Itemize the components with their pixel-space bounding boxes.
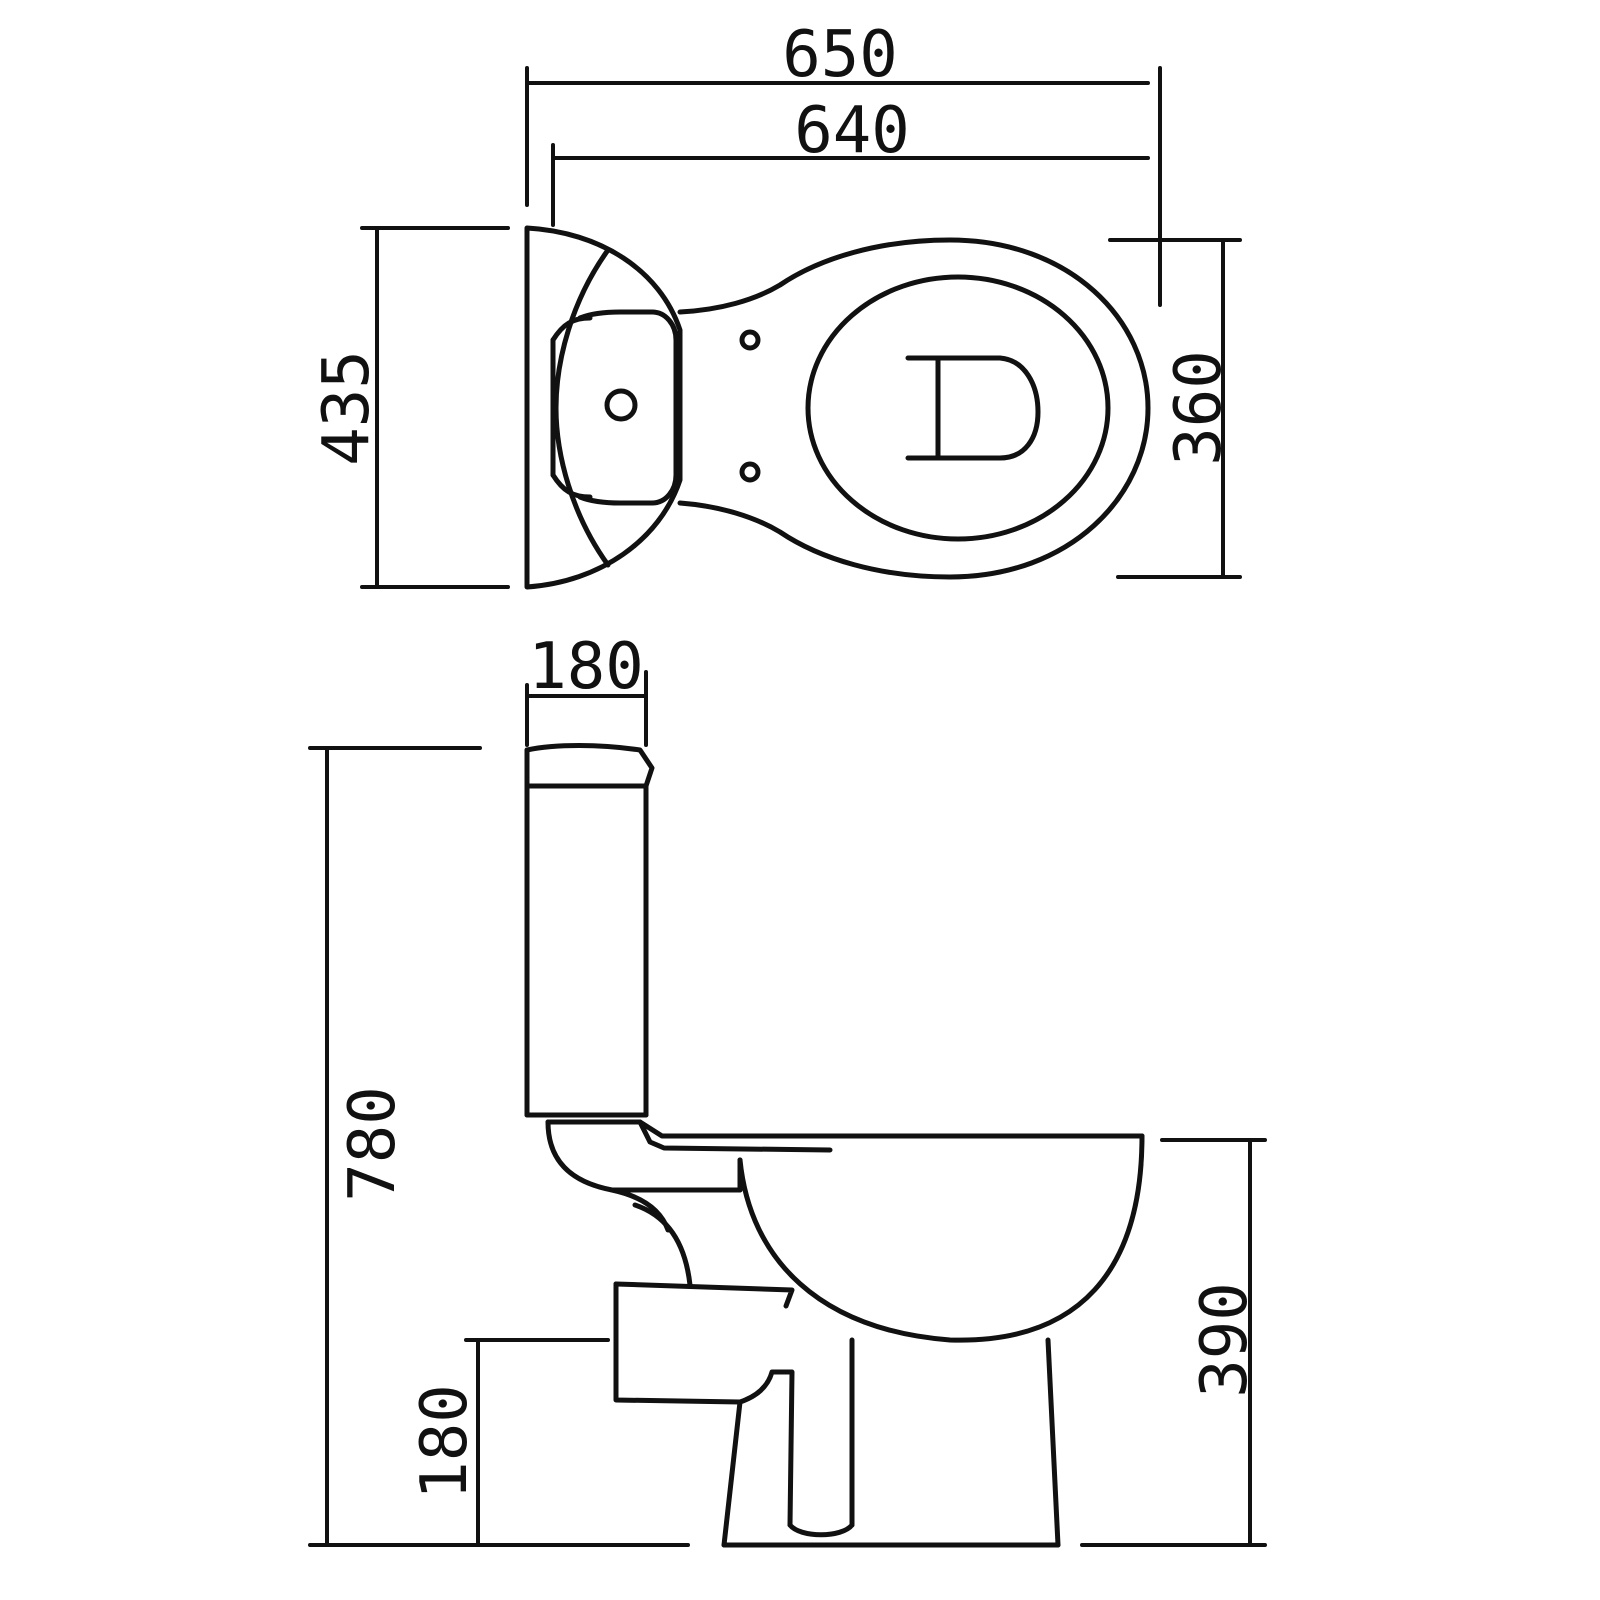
dimension-tank-width: 435 [310, 226, 510, 589]
top-view: 650 640 435 360 [310, 18, 1242, 590]
pan-side-outline [545, 1119, 1145, 1548]
dimension-total-height: 780 [308, 746, 690, 1547]
dimension-label-180-outlet: 180 [408, 1384, 482, 1500]
dimension-outlet-height: 180 [408, 1338, 610, 1547]
seat-hinge-hole-icon [739, 461, 761, 483]
dimension-label-360: 360 [1162, 350, 1236, 466]
seat-hinge-hole-icon [739, 329, 761, 351]
dimension-tank-depth: 180 [525, 630, 648, 747]
side-view: 180 780 390 180 [308, 630, 1267, 1548]
dimension-label-435: 435 [310, 350, 384, 466]
flush-button-icon [604, 388, 638, 422]
dimension-bowl-width: 360 [1108, 238, 1242, 579]
bowl-top-outline [677, 237, 1151, 580]
dimension-bowl-height: 390 [1080, 1138, 1267, 1547]
dimension-bowl-length: 640 [551, 94, 1150, 227]
dimension-label-640: 640 [794, 94, 910, 168]
dimension-label-390: 390 [1188, 1282, 1262, 1398]
cistern-side-outline [524, 743, 655, 1118]
tank-top-outline [524, 225, 683, 590]
dimension-label-780: 780 [336, 1086, 410, 1202]
dimension-overall-length: 650 [525, 18, 1162, 307]
dimension-label-180-tank: 180 [528, 630, 644, 704]
dimension-label-650: 650 [782, 18, 898, 92]
